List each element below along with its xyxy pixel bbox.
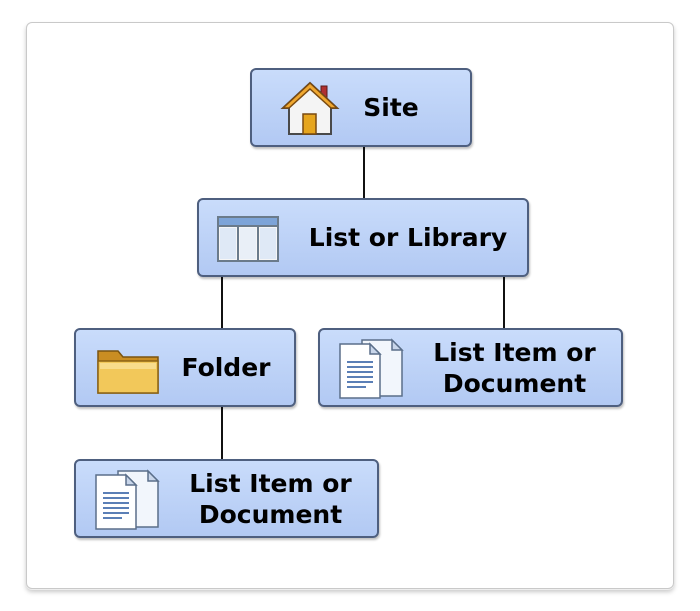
home-icon: [280, 81, 340, 135]
node-list-or-library-label: List or Library: [308, 223, 508, 252]
node-list-item-bottom-label: List Item or Document: [189, 468, 352, 529]
node-list-or-library: List or Library: [197, 198, 529, 277]
connector-site-to-list: [363, 146, 365, 198]
connector-list-to-item: [503, 276, 505, 328]
connector-list-to-folder: [221, 276, 223, 328]
document-icon: [339, 338, 404, 399]
node-folder-label: Folder: [181, 353, 271, 382]
node-site: Site: [250, 68, 472, 147]
folder-icon: [97, 350, 159, 394]
node-site-label: Site: [363, 93, 419, 122]
list-icon: [217, 216, 279, 262]
document-icon: [95, 469, 160, 530]
node-list-item-right-label: List Item or Document: [433, 337, 596, 398]
node-folder: Folder: [74, 328, 296, 407]
node-list-item-right: List Item or Document: [318, 328, 623, 407]
node-list-item-bottom: List Item or Document: [74, 459, 379, 538]
connector-folder-to-item: [221, 406, 223, 460]
